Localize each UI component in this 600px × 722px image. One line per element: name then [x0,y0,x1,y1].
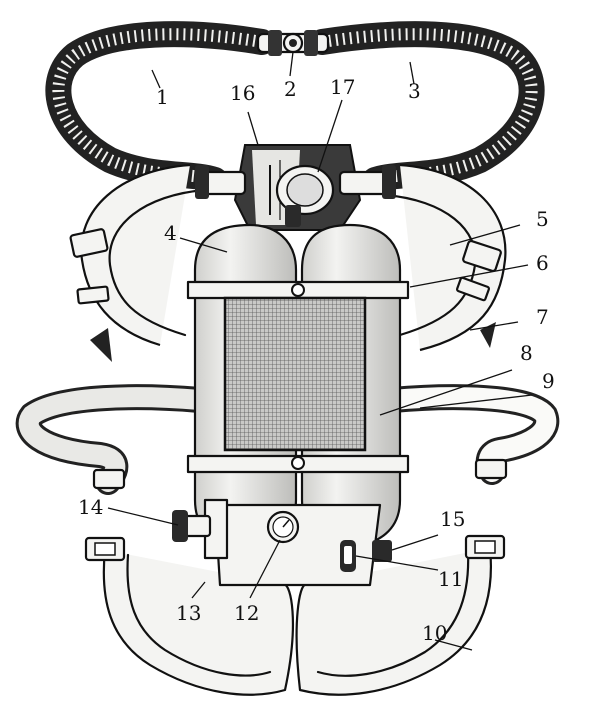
callout-11: 11 [438,567,463,591]
callout-4: 4 [164,221,177,245]
callout-3: 3 [408,79,421,103]
callout-12: 12 [234,601,259,625]
callout-8: 8 [520,341,533,365]
callout-15: 15 [440,507,465,531]
callout-7: 7 [536,305,549,329]
callout-labels: 1 2 3 4 5 6 7 8 9 10 11 12 13 14 15 16 1… [78,75,555,645]
waist-belt [15,384,560,495]
callout-2: 2 [284,77,297,101]
shoulder-straps [69,163,507,362]
leg-straps [84,534,506,696]
demand-valve [195,164,396,227]
cylinder-valve [172,510,212,542]
callout-14: 14 [78,495,103,519]
callout-6: 6 [536,251,549,275]
callout-13: 13 [176,601,201,625]
leader-lines [107,51,533,651]
callout-10: 10 [422,621,447,645]
base-plate [203,498,382,587]
callout-5: 5 [536,207,549,231]
pressure-gauge [266,510,300,544]
bypass-valve [340,540,392,572]
callout-9: 9 [542,369,555,393]
callout-16: 16 [230,81,255,105]
callout-17: 17 [330,75,355,99]
callout-1: 1 [156,85,169,109]
regeneration-cartridge [223,296,367,452]
